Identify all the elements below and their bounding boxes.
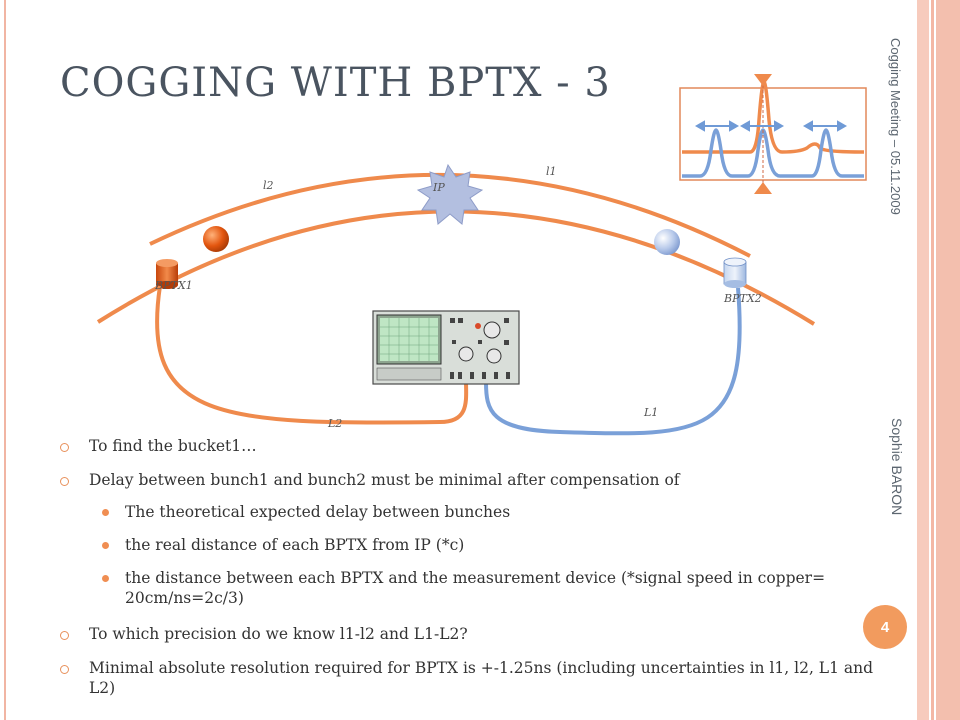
label-bptx1: BPTX1	[154, 279, 193, 292]
list-item: The theoretical expected delay between b…	[58, 502, 904, 522]
bptx2-cylinder-icon	[723, 257, 747, 288]
page-number-badge: 4	[863, 605, 907, 649]
bptx1-cylinder-icon	[156, 259, 178, 289]
right-decor-band-outer	[936, 0, 960, 720]
bunch1-orange-ball	[203, 226, 229, 252]
list-item: the distance between each BPTX and the m…	[58, 568, 904, 608]
cable-L2	[155, 285, 469, 425]
list-item: To find the bucket1…	[58, 436, 904, 456]
label-L1: L1	[643, 406, 658, 419]
slide-title: COGGING WITH BPTX - 3	[60, 60, 611, 106]
bunch2-blue-ball	[654, 229, 680, 255]
ip-star-icon	[416, 163, 484, 225]
list-item: Minimal absolute resolution required for…	[58, 658, 904, 698]
list-item: the real distance of each BPTX from IP (…	[58, 535, 904, 555]
right-decor-band	[917, 0, 929, 720]
label-ip: IP	[432, 181, 445, 194]
list-item: To which precision do we know l1-l2 and …	[58, 624, 904, 644]
label-l1: l1	[546, 165, 557, 178]
label-L2: L2	[327, 417, 342, 430]
list-item: Delay between bunch1 and bunch2 must be …	[58, 470, 904, 490]
right-decor-stripe	[931, 0, 934, 720]
cable-L1	[484, 287, 742, 436]
oscilloscope-icon	[372, 310, 520, 385]
beam-arc-outer	[96, 209, 816, 326]
label-l2: l2	[263, 179, 274, 192]
signal-timing-inset	[679, 74, 867, 194]
bullet-list: To find the bucket1… Delay between bunch…	[58, 436, 904, 712]
label-bptx2: BPTX2	[723, 292, 762, 305]
left-border-line	[4, 0, 6, 720]
